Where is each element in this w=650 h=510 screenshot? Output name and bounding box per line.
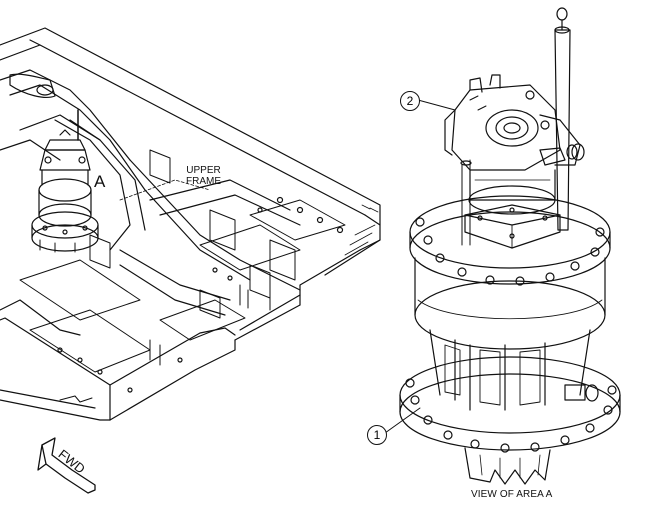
swing-drive-large: [399, 7, 621, 485]
area-marker-label: A: [94, 172, 106, 191]
swing-drive-small: [31, 109, 99, 253]
upper-frame-label-line2: FRAME: [186, 176, 221, 187]
upper-frame: [0, 27, 381, 421]
upper-frame-label-line1: UPPER: [186, 165, 221, 176]
callout-1: 1: [367, 425, 387, 445]
fwd-arrow-icon: [37, 437, 96, 494]
upper-frame-label: UPPER FRAME: [186, 165, 221, 187]
callout-2: 2: [400, 91, 420, 111]
view-caption: VIEW OF AREA A: [471, 489, 553, 500]
